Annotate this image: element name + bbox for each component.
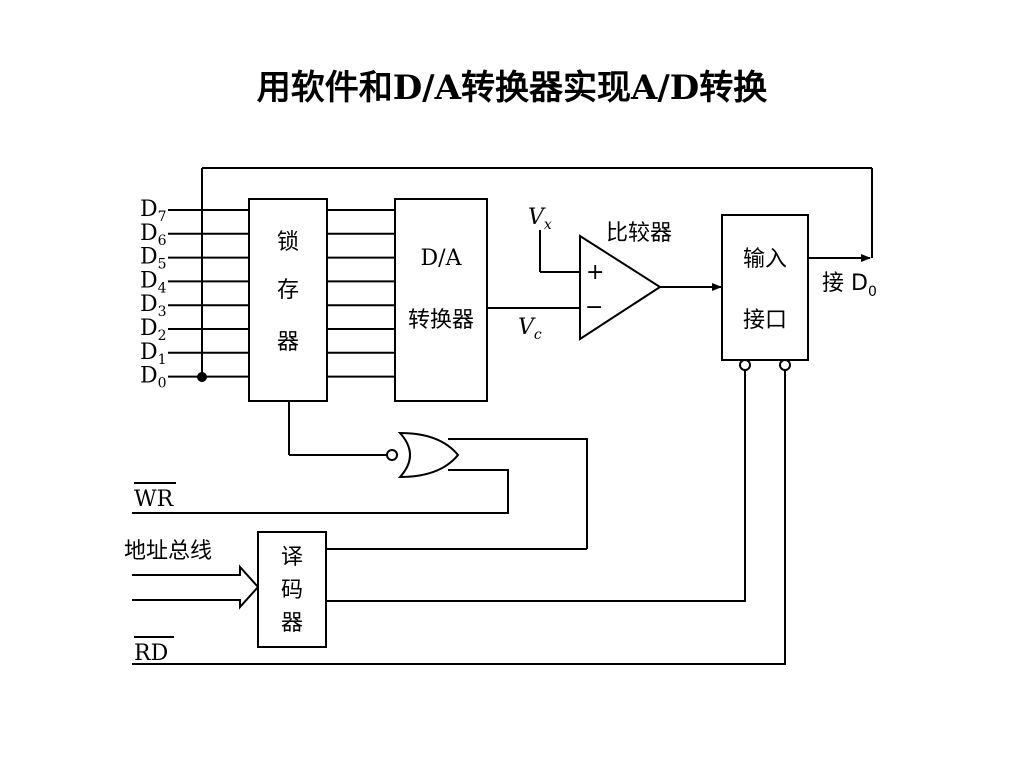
rd-line bbox=[132, 370, 786, 665]
data-line-label: D4 bbox=[140, 268, 167, 296]
latch-label-3: 器 bbox=[277, 330, 299, 355]
dac-label-2: 转换器 bbox=[408, 308, 474, 333]
decoder-label-2: 码 bbox=[281, 578, 303, 603]
input-port-label-2: 接口 bbox=[743, 308, 787, 333]
vc-label: Vc bbox=[518, 315, 542, 343]
input-port-label-1: 输入 bbox=[743, 247, 787, 272]
input-port-enable-bubble-2 bbox=[779, 359, 791, 371]
vx-label: Vx bbox=[528, 205, 552, 233]
nor-gate bbox=[397, 431, 460, 479]
decoder-output-2 bbox=[326, 370, 746, 602]
latch-label-1: 锁 bbox=[277, 230, 299, 255]
wr-line bbox=[132, 469, 509, 514]
diagram-title: 用软件和D/A转换器实现A/D转换 bbox=[256, 68, 768, 108]
data-line-label: D7 bbox=[140, 197, 167, 225]
junction-dot bbox=[197, 372, 207, 382]
dac-box bbox=[394, 198, 488, 402]
address-bus-label: 地址总线 bbox=[124, 539, 212, 564]
decoder-to-nor-line bbox=[448, 438, 588, 549]
comparator-label: 比较器 bbox=[606, 221, 672, 246]
comparator-triangle bbox=[579, 234, 662, 341]
data-line-label: D0 bbox=[140, 364, 167, 392]
dac-label-1: D/A bbox=[421, 246, 463, 271]
latch-box bbox=[248, 198, 328, 402]
address-bus-arrow bbox=[132, 564, 260, 610]
rd-label: RD bbox=[134, 641, 168, 666]
data-line-label: D3 bbox=[140, 292, 167, 320]
data-bus-lines bbox=[168, 209, 249, 378]
wr-label: WR bbox=[134, 487, 175, 512]
data-line-label: D2 bbox=[140, 316, 167, 344]
decoder-box bbox=[257, 531, 327, 648]
comparator-plus: + bbox=[586, 260, 604, 285]
output-label: 接 D0 bbox=[822, 271, 877, 300]
nor-gate-bubble bbox=[386, 449, 398, 461]
latch-label-2: 存 bbox=[277, 278, 299, 303]
data-line-label: D6 bbox=[140, 221, 167, 249]
comparator-minus: − bbox=[585, 295, 603, 320]
decoder-label-3: 器 bbox=[281, 611, 303, 636]
input-port-box bbox=[721, 214, 809, 361]
latch-to-dac-lines bbox=[327, 209, 395, 378]
data-line-label: D1 bbox=[140, 340, 167, 368]
decoder-label-1: 译 bbox=[281, 545, 303, 570]
data-line-label: D5 bbox=[140, 245, 167, 273]
input-port-enable-bubble-1 bbox=[739, 359, 751, 371]
